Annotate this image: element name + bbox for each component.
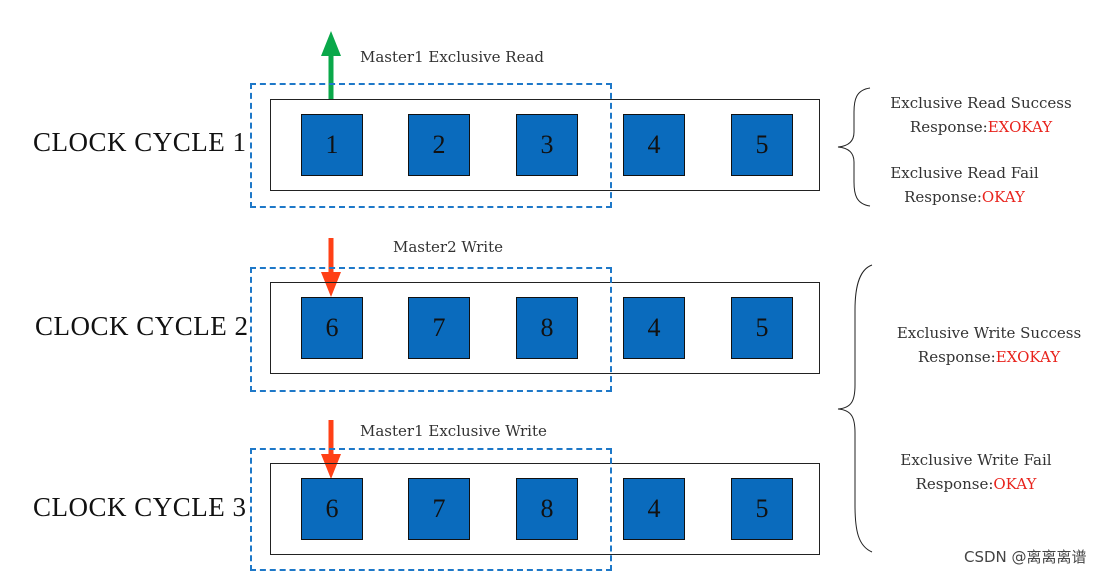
write-fail-title: Exclusive Write Fail [900, 451, 1052, 469]
read-success-line: Response:EXOKAY [872, 115, 1090, 139]
brace-cycles-2-3 [837, 264, 873, 553]
write-success-prefix: Response: [917, 348, 996, 366]
cycle-1-memory-row [270, 99, 820, 191]
cycle-3-master-label: Master1 Exclusive Write [360, 422, 547, 440]
write-success-title: Exclusive Write Success [896, 324, 1082, 342]
read-fail-response: Exclusive Read Fail Response:OKAY [872, 161, 1057, 209]
cycle-3-cell-5: 5 [731, 478, 793, 540]
cycle-3-cell-4: 4 [623, 478, 685, 540]
cycle-2-label: CLOCK CYCLE 2 [35, 311, 249, 341]
read-fail-prefix: Response: [904, 188, 982, 206]
cycle-3-cell-3: 8 [516, 478, 578, 540]
cycle-2-cell-4: 4 [623, 297, 685, 359]
cycle-2-region [250, 267, 612, 392]
read-fail-code: OKAY [981, 188, 1025, 206]
cycle-1-master-label: Master1 Exclusive Read [360, 48, 544, 66]
cycle-1-cell-2: 2 [408, 114, 470, 176]
cycle-2-cell-3: 8 [516, 297, 578, 359]
watermark: CSDN @离离离谱 [964, 548, 1087, 566]
arrow-down-cycle-2 [321, 238, 341, 297]
cycle-3-label: CLOCK CYCLE 3 [33, 492, 247, 522]
read-fail-title: Exclusive Read Fail [890, 164, 1039, 182]
read-fail-line: Response:OKAY [872, 185, 1057, 209]
cycle-2-memory-row [270, 282, 820, 374]
write-fail-response: Exclusive Write Fail Response:OKAY [878, 448, 1074, 496]
cycle-2-cell-1: 6 [301, 297, 363, 359]
cycle-2-cell-5: 5 [731, 297, 793, 359]
cycle-2-master-label: Master2 Write [393, 238, 504, 256]
cycle-3-memory-row [270, 463, 820, 555]
cycle-1-label: CLOCK CYCLE 1 [33, 127, 247, 157]
cycle-3-cell-2: 7 [408, 478, 470, 540]
write-success-response: Exclusive Write Success Response:EXOKAY [876, 321, 1102, 369]
write-fail-code: OKAY [993, 475, 1037, 493]
read-success-response: Exclusive Read Success Response:EXOKAY [872, 91, 1090, 139]
cycle-1-cell-4: 4 [623, 114, 685, 176]
write-success-line: Response:EXOKAY [876, 345, 1102, 369]
cycle-1-cell-1: 1 [301, 114, 363, 176]
cycle-1-cell-5: 5 [731, 114, 793, 176]
read-success-prefix: Response: [909, 118, 988, 136]
write-fail-prefix: Response: [915, 475, 994, 493]
cycle-3-exclusive-region [250, 448, 612, 571]
arrow-up-cycle-1 [321, 31, 341, 100]
cycle-1-exclusive-region [250, 83, 612, 208]
read-success-code: EXOKAY [987, 118, 1053, 136]
brace-cycle-1 [837, 87, 871, 207]
cycle-3-cell-1: 6 [301, 478, 363, 540]
cycle-2-cell-2: 7 [408, 297, 470, 359]
write-fail-line: Response:OKAY [878, 472, 1074, 496]
read-success-title: Exclusive Read Success [890, 94, 1072, 112]
cycle-1-cell-3: 3 [516, 114, 578, 176]
arrow-down-cycle-3 [321, 420, 341, 479]
write-success-code: EXOKAY [995, 348, 1061, 366]
